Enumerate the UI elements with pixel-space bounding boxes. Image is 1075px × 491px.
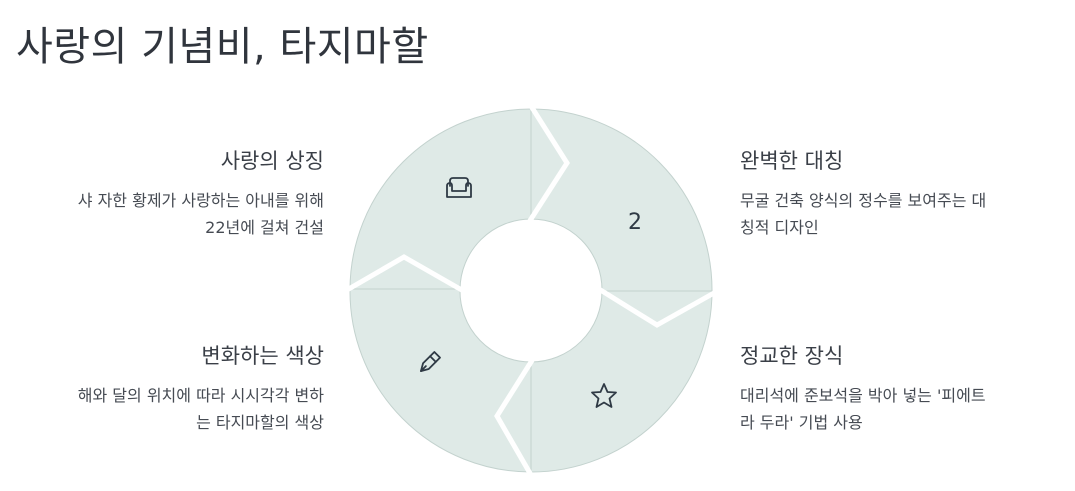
block-description: 무굴 건축 양식의 정수를 보여주는 대 칭적 디자인 — [740, 187, 1040, 241]
separator-top — [527, 102, 570, 223]
block-heading: 변화하는 색상 — [201, 344, 324, 368]
block-heading: 정교한 장식 — [740, 344, 844, 368]
block-top-right: 완벽한 대칭 무굴 건축 양식의 정수를 보여주는 대 칭적 디자인 — [740, 145, 1040, 241]
segment-number: 2 — [628, 210, 642, 235]
description-line: 무굴 건축 양식의 정수를 보여주는 대 — [740, 191, 987, 210]
description-line: 라 두라' 기법 사용 — [740, 413, 863, 432]
separator-left — [343, 254, 464, 294]
ring-segment-top-left — [349, 108, 532, 290]
description-line: 22년에 걸쳐 건설 — [205, 218, 324, 237]
block-bottom-right: 정교한 장식 대리석에 준보석을 박아 넣는 '피에트 라 두라' 기법 사용 — [740, 340, 1040, 436]
description-line: 해와 달의 위치에 따라 시시각각 변하 — [77, 386, 324, 405]
block-bottom-left: 변화하는 색상 해와 달의 위치에 따라 시시각각 변하 는 타지마할의 색상 — [4, 340, 324, 436]
ring-segment-bottom-left — [349, 288, 532, 473]
separator-bottom — [494, 358, 535, 479]
ring-segment-top-right — [530, 108, 713, 292]
description-line: 는 타지마할의 색상 — [196, 413, 324, 432]
description-line: 샤 자한 황제가 사랑하는 아내를 위해 — [77, 191, 324, 210]
sofa-icon — [446, 177, 472, 198]
block-description: 해와 달의 위치에 따라 시시각각 변하 는 타지마할의 색상 — [4, 382, 324, 436]
separator-right — [598, 287, 718, 328]
segment-separators — [343, 102, 718, 479]
donut-ring — [349, 108, 713, 473]
block-top-left: 사랑의 상징 샤 자한 황제가 사랑하는 아내를 위해 22년에 걸쳐 건설 — [4, 145, 324, 241]
block-heading: 완벽한 대칭 — [740, 149, 844, 173]
description-line: 대리석에 준보석을 박아 넣는 '피에트 — [740, 386, 986, 405]
page-title: 사랑의 기념비, 타지마할 — [16, 24, 429, 70]
pen-icon — [420, 351, 441, 372]
description-line: 칭적 디자인 — [740, 218, 819, 237]
block-description: 대리석에 준보석을 박아 넣는 '피에트 라 두라' 기법 사용 — [740, 382, 1040, 436]
block-heading: 사랑의 상징 — [220, 149, 324, 173]
star-icon — [591, 383, 617, 408]
ring-segment-bottom-right — [530, 290, 713, 473]
block-description: 샤 자한 황제가 사랑하는 아내를 위해 22년에 걸쳐 건설 — [4, 187, 324, 241]
